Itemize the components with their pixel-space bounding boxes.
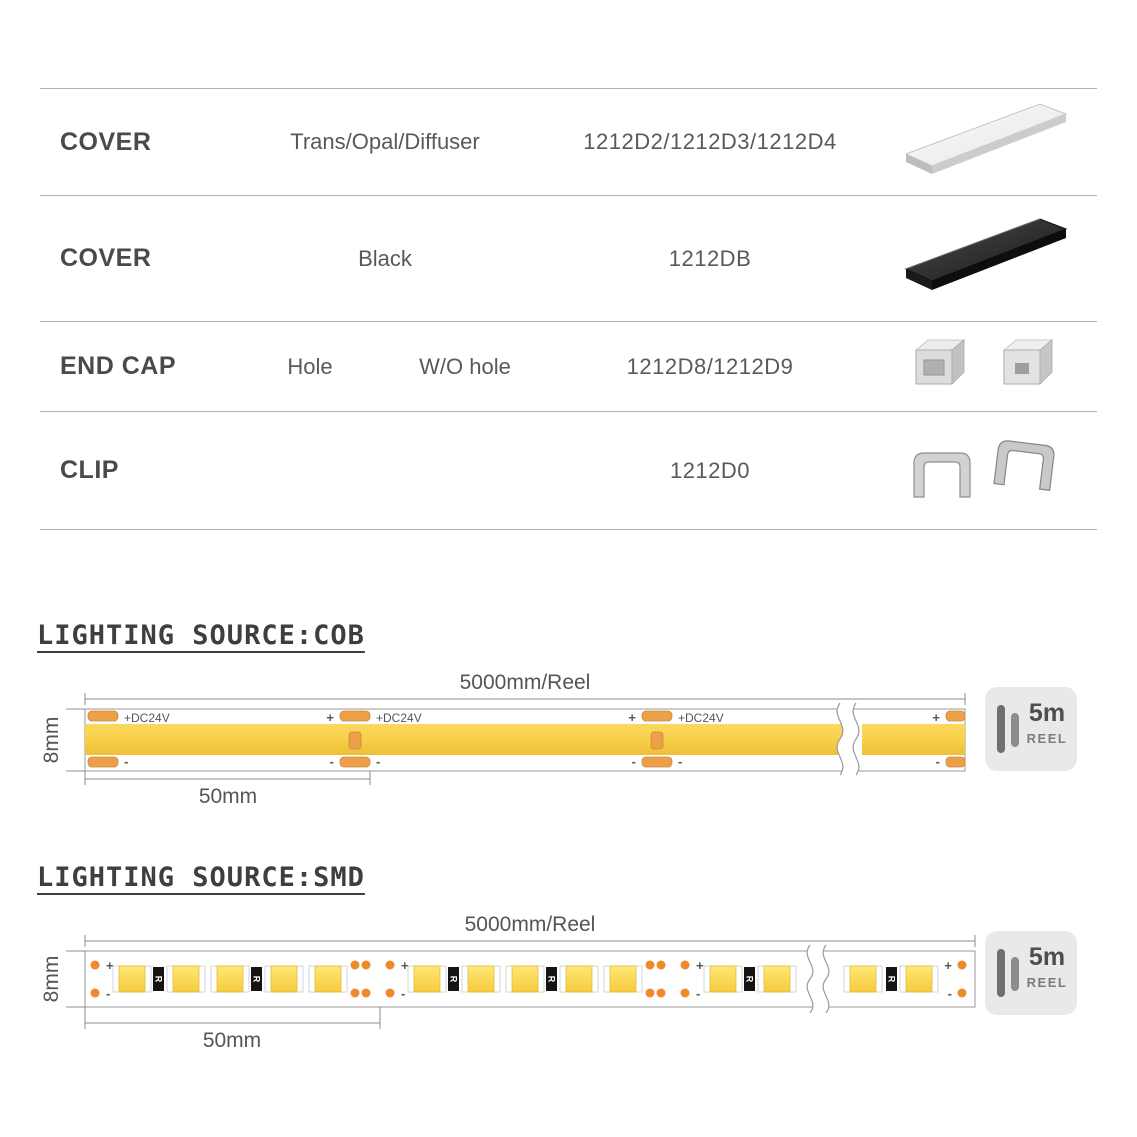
clips-render — [912, 439, 1054, 498]
cob-diagram: + +DC24V - - 5000mm/Reel +DC24V - + - 8m… — [40, 671, 1137, 818]
strip-break — [807, 945, 829, 1013]
reel-badge-background — [985, 687, 1077, 771]
minus-mark: - — [696, 986, 700, 1001]
cob-section-title: LIGHTING SOURCE:COB — [37, 620, 365, 651]
cut-length-label: 50mm — [203, 1029, 261, 1052]
strip-height-label: 8mm — [40, 956, 63, 1003]
row-code: 1212D0 — [669, 457, 751, 483]
led-profile-spec-sheet: { "accessories_table": { "rows": [ { "la… — [0, 88, 1137, 1137]
cob-strip-diagram: + +DC24V - - 5000mm/Reel +DC24V - + - 8m… — [40, 671, 1077, 808]
end-cap-image — [880, 328, 1097, 406]
row-code: 1212D8/1212D9 — [626, 353, 794, 379]
cover-diffuser-image — [880, 94, 1097, 190]
solder-pad — [87, 710, 119, 722]
reel-text: REEL — [1027, 731, 1068, 746]
clip-image — [880, 429, 1097, 513]
plus-mark: + — [944, 958, 952, 973]
minus-mark: - — [936, 754, 940, 769]
table-row-cover-black: COVER Black 1212DB — [40, 196, 1097, 322]
row-option: W/O hole — [419, 353, 511, 379]
cut-length-label: 50mm — [199, 785, 257, 808]
reel-size-text: 5m — [1029, 943, 1065, 971]
reel-size-text: 5m — [1029, 699, 1065, 727]
cover-black-image — [880, 211, 1097, 307]
row-label: CLIP — [60, 456, 119, 484]
row-code: 1212DB — [668, 245, 752, 271]
table-row-end-cap: END CAP Hole W/O hole 1212D8/1212D9 — [40, 322, 1097, 412]
smd-section-title: LIGHTING SOURCE:SMD — [37, 862, 365, 893]
row-label: END CAP — [60, 352, 177, 380]
row-option: Trans/Opal/Diffuser — [290, 129, 480, 154]
plus-mark: + — [932, 710, 940, 725]
accessories-table: COVER Trans/Opal/Diffuser 1212D2/1212D3/… — [40, 88, 1097, 530]
solder-pad — [945, 756, 966, 768]
row-code: 1212D2/1212D3/1212D4 — [583, 129, 837, 154]
reel-length-label: 5000mm/Reel — [460, 673, 591, 694]
row-label: COVER — [60, 244, 152, 272]
solder-pad — [945, 710, 966, 722]
end-caps-render — [914, 338, 1053, 385]
reel-badge-background — [985, 931, 1077, 1015]
plus-mark: + — [696, 958, 704, 973]
cover-white-render — [904, 103, 1067, 174]
cob-phosphor-band — [85, 724, 843, 755]
smd-reel-badge: 5m REEL — [985, 931, 1077, 1015]
solder-pad — [87, 756, 119, 768]
table-row-clip: CLIP 1212D0 — [40, 412, 1097, 530]
reel-length-label: 5000mm/Reel — [465, 915, 596, 936]
cob-phosphor-band — [862, 724, 965, 755]
row-label: COVER — [60, 127, 152, 156]
dc-voltage-label: +DC24V — [124, 711, 170, 725]
row-option: Hole — [287, 353, 333, 379]
minus-mark: - — [948, 986, 952, 1001]
cover-black-render — [904, 217, 1067, 290]
reel-icon — [997, 949, 1019, 997]
reel-icon — [997, 705, 1019, 753]
strip-height-label: 8mm — [40, 717, 63, 764]
cob-reel-badge: 5m REEL — [985, 687, 1077, 771]
strip-break — [837, 703, 859, 775]
smd-strip-diagram: R + - 5000mm/Reel — [40, 913, 1077, 1052]
table-row-cover-diffuser: COVER Trans/Opal/Diffuser 1212D2/1212D3/… — [40, 89, 1097, 196]
smd-diagram: R + - 5000mm/Reel — [40, 913, 1137, 1070]
minus-mark: - — [124, 754, 128, 769]
reel-text: REEL — [1027, 975, 1068, 990]
row-option: Black — [358, 245, 412, 271]
